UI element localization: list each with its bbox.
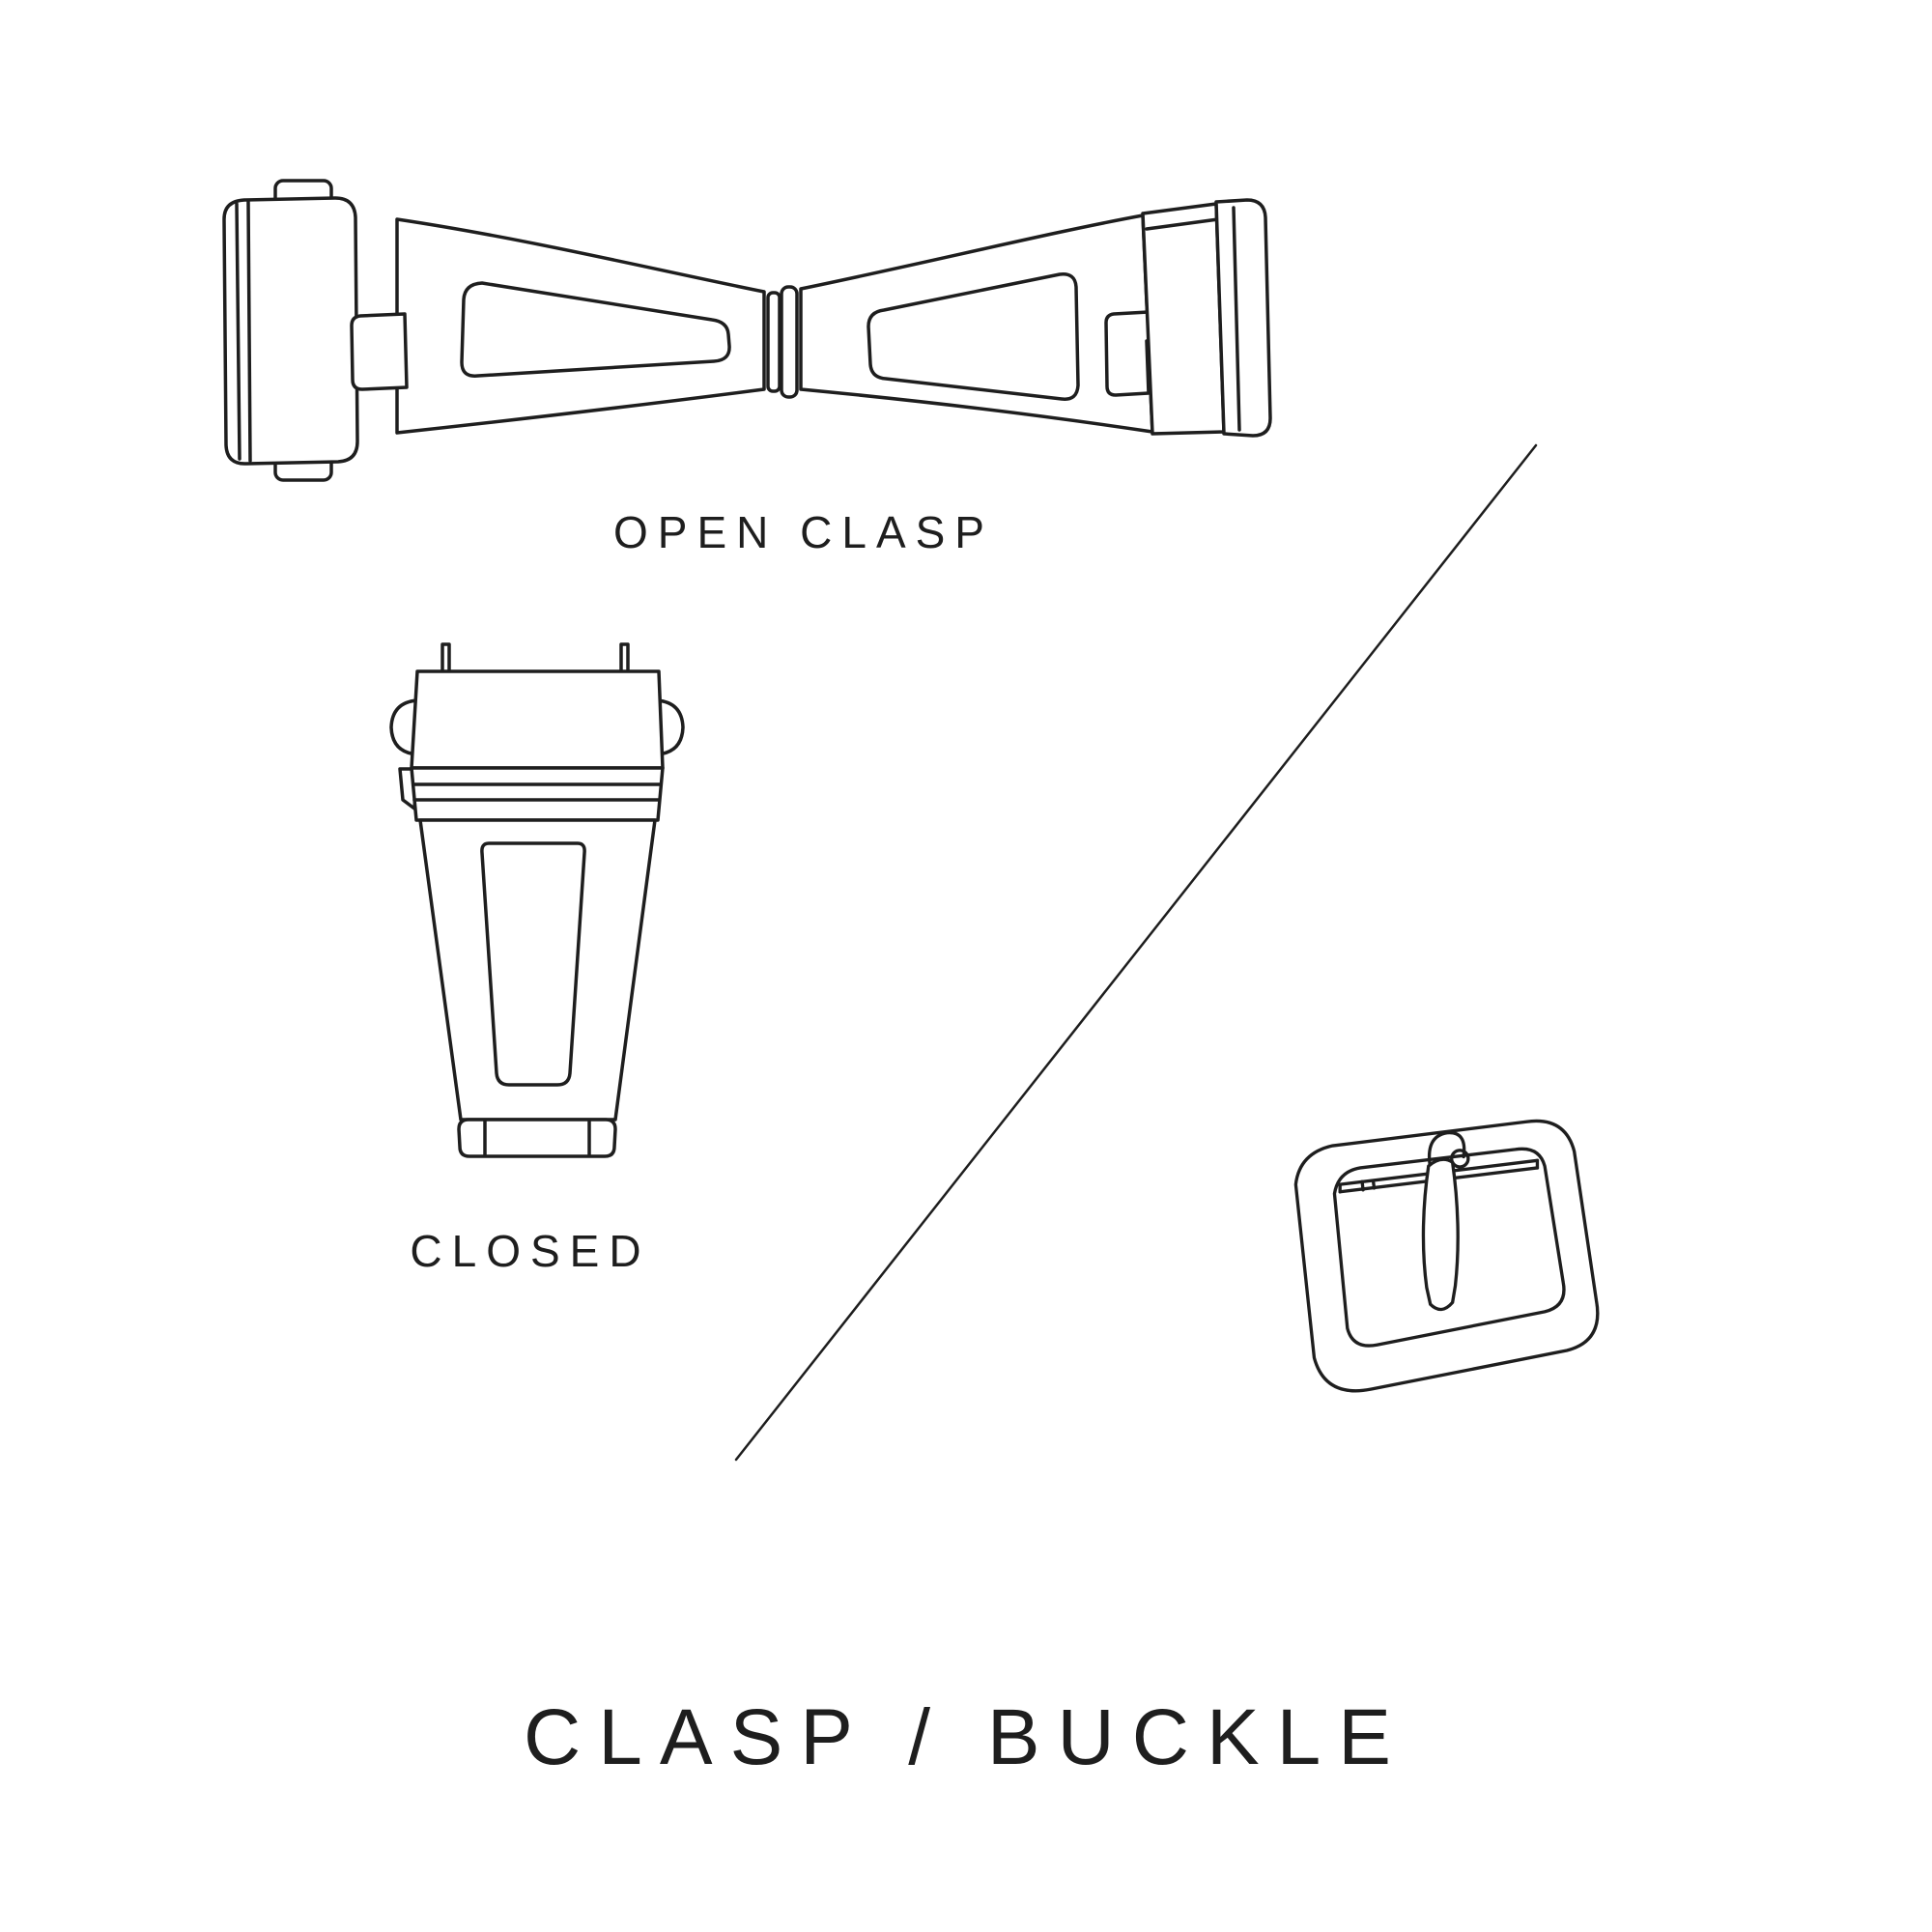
closed-clasp-illustration: [389, 642, 685, 1158]
diagram-title: CLASP / BUCKLE: [524, 1693, 1408, 1781]
open-clasp-illustration: [222, 179, 1272, 482]
buckle-illustration: [1293, 1119, 1600, 1393]
open-clasp-label: OPEN CLASP: [613, 507, 994, 557]
closed-clasp-label: CLOSED: [410, 1226, 651, 1276]
